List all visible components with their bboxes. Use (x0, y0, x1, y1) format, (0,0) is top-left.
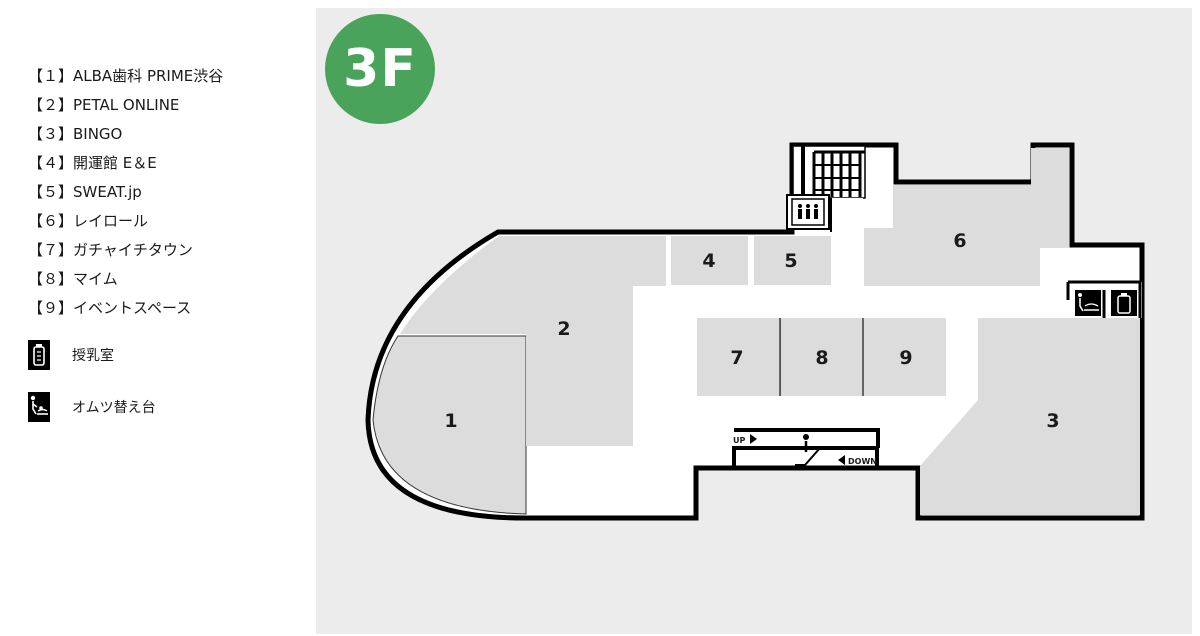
shop-number-9: 9 (899, 347, 912, 369)
shop-legend: 【１】ALBA歯科 PRIME渋谷 【２】PETAL ONLINE 【３】BIN… (28, 62, 318, 422)
legend-item-3[interactable]: 【３】BINGO (28, 125, 123, 143)
legend-item-4[interactable]: 【４】開運館 E＆E (28, 154, 157, 172)
shop-number-1: 1 (444, 410, 457, 432)
shop-number-4: 4 (702, 250, 715, 272)
escalator-down-label: DOWN (848, 457, 877, 466)
shop-4[interactable] (671, 236, 748, 285)
legend-item-8[interactable]: 【８】マイム (28, 270, 118, 288)
shop-2[interactable] (400, 236, 666, 446)
diaper-changing-map-icon (1075, 290, 1101, 316)
nursing-room-icon (28, 340, 50, 370)
shop-6[interactable] (864, 148, 1069, 286)
legend-item-6[interactable]: 【６】レイロール (28, 212, 149, 230)
legend-item-5[interactable]: 【５】SWEAT.jp (28, 183, 142, 201)
legend-item-1[interactable]: 【１】ALBA歯科 PRIME渋谷 (28, 67, 224, 85)
shop-5[interactable] (754, 236, 831, 285)
shop-number-2: 2 (557, 318, 570, 340)
shop-number-6: 6 (953, 230, 966, 252)
shop-number-7: 7 (730, 347, 743, 369)
floor-badge: 3F (325, 14, 435, 124)
legend-diaper-changing: オムツ替え台 (28, 392, 156, 422)
legend-item-9[interactable]: 【９】イベントスペース (28, 299, 192, 317)
elevator-icon (786, 194, 830, 230)
legend-item-7[interactable]: 【７】ガチャイチタウン (28, 241, 193, 259)
nursing-room-map-icon (1111, 290, 1137, 316)
shop-number-8: 8 (815, 347, 828, 369)
legend-nursing-room: 授乳室 (28, 340, 114, 370)
shop-7[interactable] (697, 318, 779, 396)
shop-number-3: 3 (1046, 410, 1059, 432)
shop-number-5: 5 (784, 250, 797, 272)
legend-diaper-changing-label: オムツ替え台 (72, 400, 156, 416)
escalator (732, 428, 880, 468)
shop-9[interactable] (864, 318, 946, 396)
shop-8[interactable] (780, 318, 862, 396)
shop-1[interactable] (372, 335, 527, 515)
legend-nursing-room-label: 授乳室 (72, 348, 114, 364)
escalator-up-label: UP (733, 436, 745, 445)
stairs (792, 145, 866, 199)
diaper-changing-icon (28, 392, 50, 422)
shop-3[interactable] (920, 318, 1140, 515)
legend-item-2[interactable]: 【２】PETAL ONLINE (28, 96, 180, 114)
